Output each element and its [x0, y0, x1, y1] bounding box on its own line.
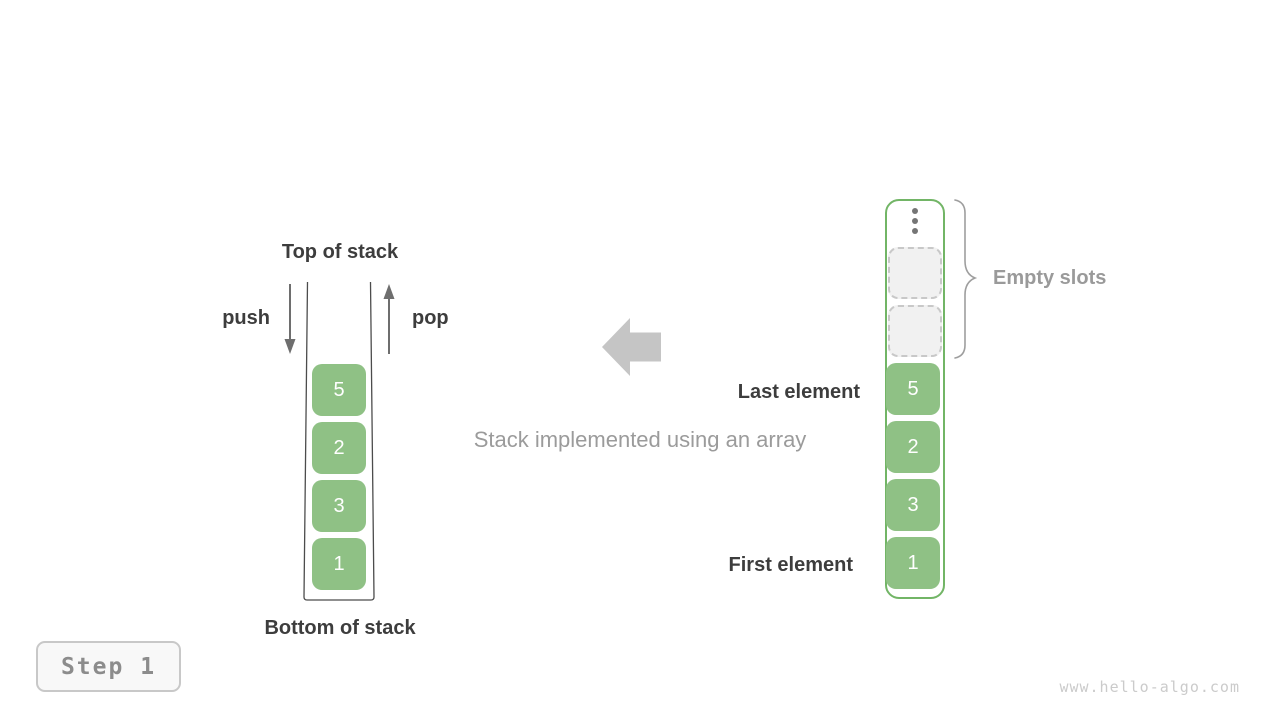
left-block-arrow-icon [602, 318, 661, 376]
step-badge: Step 1 [36, 641, 181, 692]
array-element: 1 [886, 537, 940, 589]
top-of-stack-label: Top of stack [281, 241, 399, 263]
step-badge-label: Step 1 [60, 653, 157, 680]
empty-slots-label: Empty slots [993, 267, 1107, 289]
push-label: push [222, 307, 270, 329]
array-element-value: 1 [907, 551, 919, 574]
stack-element-value: 3 [333, 494, 345, 517]
bottom-of-stack-label: Bottom of stack [264, 617, 416, 639]
first-element-label: First element [728, 554, 853, 576]
ellipsis-dot [912, 208, 918, 214]
pop-up-arrow-icon [383, 284, 395, 354]
pop-label: pop [412, 307, 449, 329]
watermark-url: www.hello-algo.com [1059, 678, 1240, 696]
ellipsis-dot [912, 218, 918, 224]
stack-element-value: 1 [333, 552, 345, 575]
figure-caption: Stack implemented using an array [473, 427, 807, 452]
empty-slot [888, 305, 942, 357]
stack-element: 1 [312, 538, 366, 590]
ellipsis-dot [912, 228, 918, 234]
stack-element-value: 5 [333, 378, 345, 401]
array-element: 2 [886, 421, 940, 473]
array-element-value: 2 [907, 435, 919, 458]
last-element-label: Last element [737, 381, 860, 403]
array-element: 3 [886, 479, 940, 531]
stack-container-outline [303, 282, 375, 601]
stack-element: 2 [312, 422, 366, 474]
vertical-ellipsis-icon [887, 208, 943, 234]
empty-slot [888, 247, 942, 299]
array-element-value: 3 [907, 493, 919, 516]
array-element-value: 5 [907, 377, 919, 400]
push-down-arrow-icon [284, 284, 296, 354]
curly-brace-icon [954, 199, 978, 359]
stack-element: 5 [312, 364, 366, 416]
array-element: 5 [886, 363, 940, 415]
stack-element-value: 2 [333, 436, 345, 459]
stack-element: 3 [312, 480, 366, 532]
